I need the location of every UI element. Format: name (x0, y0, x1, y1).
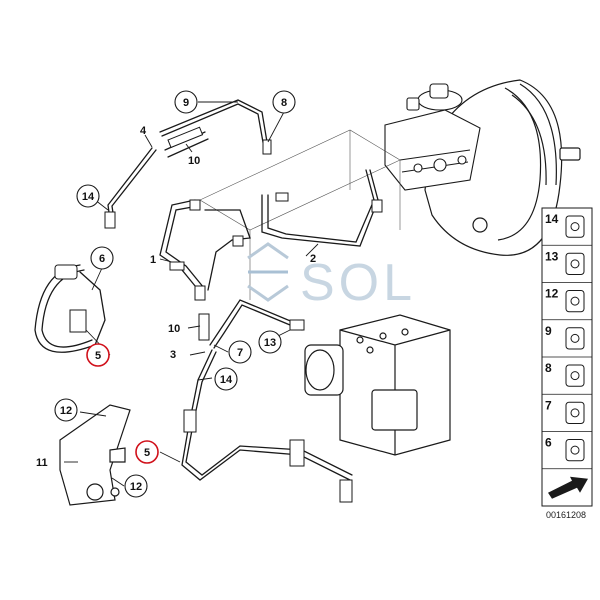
callout-7: 7 (228, 340, 252, 364)
callout-number: 9 (183, 97, 189, 109)
callout-number: 5 (144, 447, 150, 459)
abs-unit (304, 314, 451, 456)
callout-number: 6 (99, 253, 105, 265)
callout-circle (124, 474, 148, 498)
callout-circle (174, 90, 198, 114)
callout-number: 13 (264, 337, 276, 349)
part-hole-icon (570, 222, 580, 232)
label-1: 1 (150, 254, 156, 266)
callout-6: 6 (90, 246, 114, 270)
callout-circle (135, 440, 159, 464)
callout-number: 12 (130, 481, 142, 493)
legend-row-9: 9 (542, 319, 592, 350)
part-hole-icon (570, 259, 580, 269)
legend-row-number: 7 (545, 398, 552, 412)
callout-12: 12 (124, 474, 148, 498)
callout-number: 8 (281, 97, 287, 109)
legend-row-number: 8 (545, 361, 552, 375)
master-cylinder (384, 83, 481, 191)
callout-number: 5 (95, 350, 101, 362)
direction-arrow-icon (548, 476, 588, 499)
legend-row-number: 9 (545, 324, 552, 338)
watermark-text: SOL (300, 254, 416, 312)
callout-circle (86, 343, 110, 367)
label-11: 11 (36, 457, 48, 469)
legend-row-number: 12 (545, 287, 559, 301)
callout-12: 12 (54, 398, 78, 422)
part-hole-icon (570, 333, 580, 343)
callout-number: 7 (237, 347, 243, 359)
part-hole-icon (570, 408, 580, 418)
callout-9: 9 (174, 90, 198, 114)
callout-circle (76, 184, 100, 208)
callout-circle (54, 398, 78, 422)
callout-8: 8 (272, 90, 296, 114)
callout-13: 13 (258, 330, 282, 354)
watermark-logo (247, 242, 289, 302)
callout-14: 14 (214, 367, 238, 391)
legend-row-14: 14 (545, 212, 585, 238)
parts-legend-panel: 14 13 12 9 8 7 6 (541, 207, 593, 507)
legend-row-8: 8 (542, 356, 592, 387)
callout-number: 14 (220, 374, 233, 386)
part-hole-icon (570, 445, 580, 455)
label-4: 4 (140, 125, 147, 137)
legend-row-arrow (542, 468, 592, 499)
callout-number: 12 (60, 405, 72, 417)
legend-row-number: 14 (545, 212, 559, 226)
callout-14: 14 (76, 184, 100, 208)
callout-circle (90, 246, 114, 270)
legend-row-number: 13 (545, 249, 559, 263)
bracket-11 (59, 404, 131, 506)
callout-5-highlighted: 5 (86, 343, 110, 367)
callout-5-highlighted: 5 (135, 440, 159, 464)
line-fittings (54, 126, 383, 503)
label-10-mid: 10 (168, 323, 180, 335)
legend-row-12: 12 (542, 282, 592, 313)
callout-circle (258, 330, 282, 354)
legend-row-number: 6 (545, 436, 552, 450)
label-2: 2 (310, 253, 316, 265)
plain-label-group: 4 10 1 2 10 3 11 (36, 125, 316, 469)
legend-row-6: 6 (542, 431, 592, 462)
label-10-top: 10 (188, 155, 200, 167)
diagram-id: 00161208 (546, 510, 586, 520)
callout-number: 14 (82, 191, 95, 203)
part-hole-icon (570, 296, 580, 306)
part-hole-icon (570, 371, 580, 381)
callout-circle (272, 90, 296, 114)
callout-circle (228, 340, 252, 364)
legend-row-13: 13 (542, 244, 592, 275)
legend-row-7: 7 (542, 393, 592, 424)
label-3: 3 (170, 349, 176, 361)
callout-circle (214, 367, 238, 391)
